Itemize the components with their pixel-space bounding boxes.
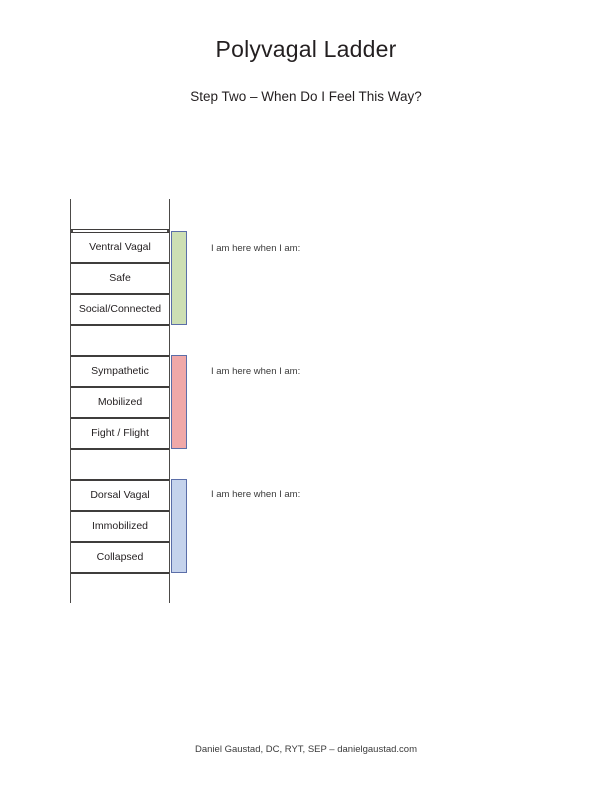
ladder-rung-label: Dorsal Vagal xyxy=(90,489,150,502)
polyvagal-ladder-diagram: Ventral Vagal Safe Social/Connected Symp… xyxy=(70,199,187,603)
ladder-rung-safe: Safe xyxy=(71,263,169,294)
ladder-rung-sympathetic: Sympathetic xyxy=(71,356,169,387)
state-bar-ventral-vagal xyxy=(171,231,187,325)
state-bar-sympathetic xyxy=(171,355,187,449)
prompt-dorsal-vagal: I am here when I am: xyxy=(211,489,301,500)
ladder-rung-mobilized: Mobilized xyxy=(71,387,169,418)
ladder-rung-social-connected: Social/Connected xyxy=(71,294,169,325)
page-title: Polyvagal Ladder xyxy=(215,36,397,62)
ladder-rung-immobilized: Immobilized xyxy=(71,511,169,542)
ladder-rung-dorsal-vagal: Dorsal Vagal xyxy=(71,480,169,511)
ladder-rung-label: Safe xyxy=(109,272,131,285)
ladder-rung-empty-top xyxy=(71,199,169,230)
prompt-sympathetic: I am here when I am: xyxy=(211,366,301,377)
ladder-rung-label: Immobilized xyxy=(91,520,149,533)
ladder-rung-label: Fight / Flight xyxy=(91,427,149,440)
prompt-ventral-vagal: I am here when I am: xyxy=(211,243,301,254)
ladder-rung-fight-flight: Fight / Flight xyxy=(71,418,169,449)
ladder-rung-label: Social/Connected xyxy=(78,303,162,316)
ladder-rung-label: Collapsed xyxy=(96,551,144,564)
ladder-rung-label: Mobilized xyxy=(97,396,143,409)
ladder-rung-collapsed: Collapsed xyxy=(71,542,169,573)
ladder-rung-label: Ventral Vagal xyxy=(89,241,151,254)
ladder-rung-empty-bottom xyxy=(71,573,169,603)
page-footer: Daniel Gaustad, DC, RYT, SEP – danielgau… xyxy=(195,744,417,755)
ladder-rung-empty-separator-2 xyxy=(71,449,169,480)
page-subtitle: Step Two – When Do I Feel This Way? xyxy=(190,89,422,104)
ladder-rung-empty-separator-1 xyxy=(71,325,169,356)
ladder-rung-label: Sympathetic xyxy=(91,365,149,378)
state-bar-dorsal-vagal xyxy=(171,479,187,573)
ladder-rung-ventral-vagal: Ventral Vagal xyxy=(71,232,169,263)
